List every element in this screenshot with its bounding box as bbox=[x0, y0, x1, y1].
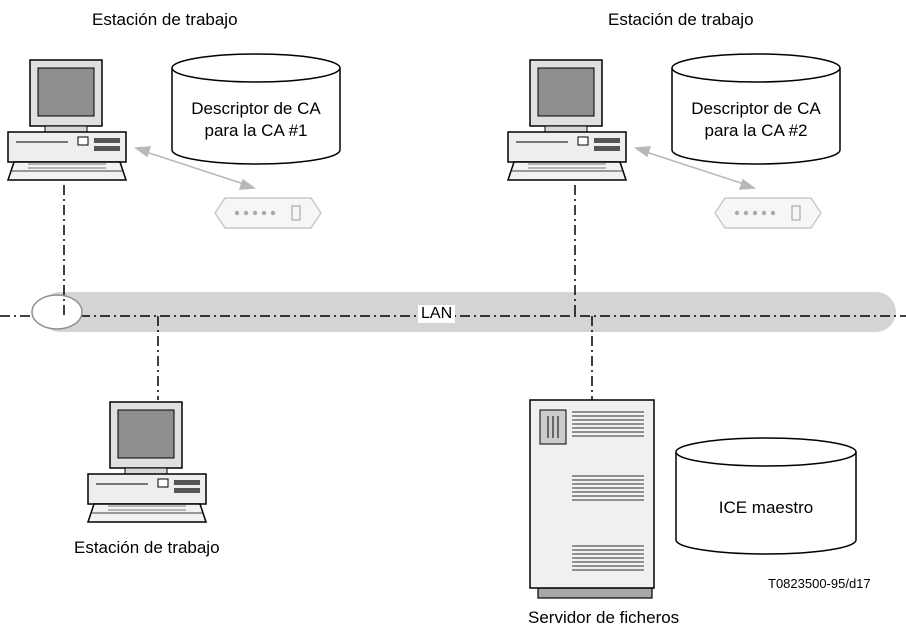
database-3-icon bbox=[675, 437, 857, 555]
database-2-icon bbox=[671, 53, 841, 165]
workstation-1-icon bbox=[7, 59, 127, 181]
database-1-label: Descriptor de CA para la CA #1 bbox=[172, 98, 340, 142]
workstation-2-icon bbox=[507, 59, 627, 181]
database-1-icon bbox=[171, 53, 341, 165]
database-2-line2: para la CA #2 bbox=[704, 121, 808, 140]
figure-id: T0823500-95/d17 bbox=[768, 576, 871, 591]
database-3-line1: ICE maestro bbox=[718, 498, 814, 517]
lan-terminator bbox=[31, 294, 83, 330]
lan-bus bbox=[40, 292, 896, 332]
database-2-label: Descriptor de CA para la CA #2 bbox=[672, 98, 840, 142]
lan-label: LAN bbox=[418, 305, 456, 323]
workstation-1-label: Estación de trabajo bbox=[92, 10, 238, 29]
link-arrows bbox=[133, 146, 757, 190]
workstation-3-icon bbox=[87, 401, 207, 523]
workstation-3-label: Estación de trabajo bbox=[74, 538, 220, 557]
database-1-line1: Descriptor de CA bbox=[191, 99, 321, 118]
database-3-label: ICE maestro bbox=[676, 497, 856, 519]
file-server-icon bbox=[529, 399, 655, 599]
workstation-2-label: Estación de trabajo bbox=[608, 10, 754, 29]
database-2-line1: Descriptor de CA bbox=[691, 99, 821, 118]
server-label: Servidor de ficheros bbox=[528, 608, 680, 627]
database-1-line2: para la CA #1 bbox=[204, 121, 308, 140]
modem-2-icon bbox=[714, 197, 822, 229]
modem-1-icon bbox=[214, 197, 322, 229]
connector-lines bbox=[63, 185, 593, 400]
